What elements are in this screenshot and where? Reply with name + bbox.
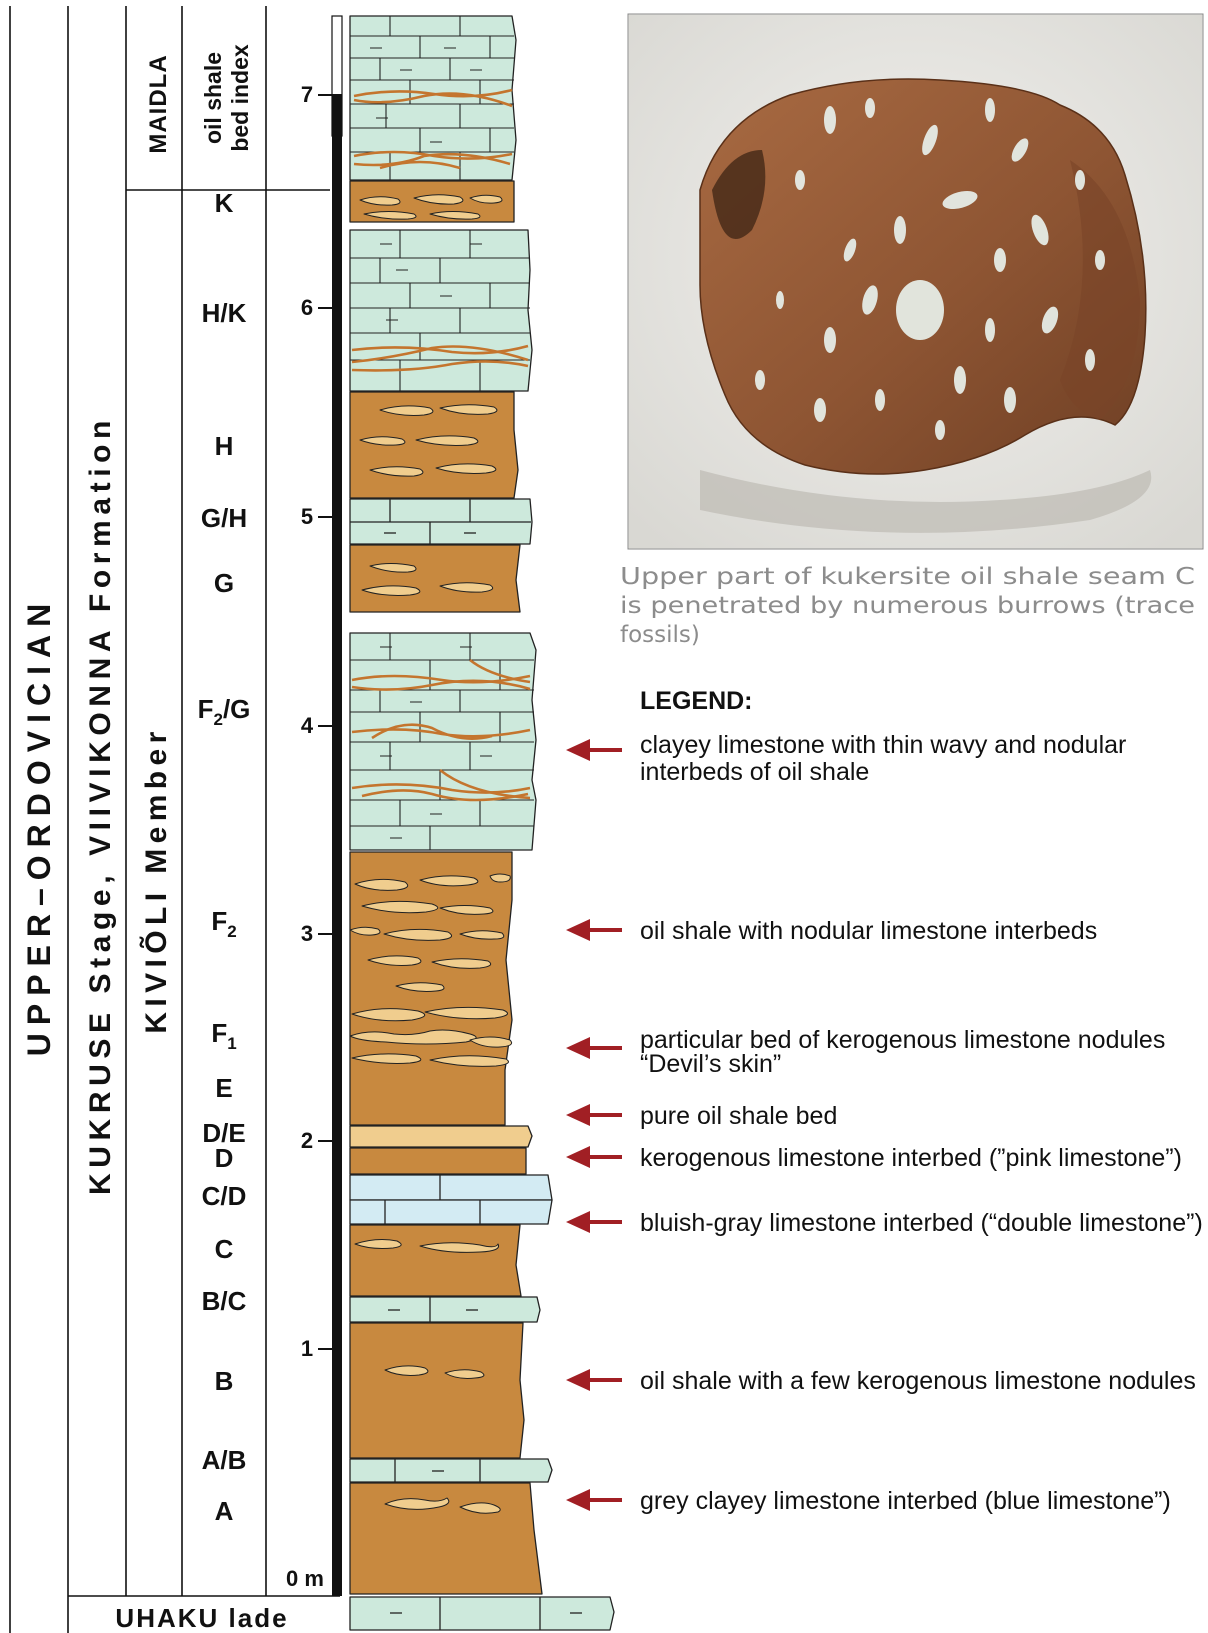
- legend-title: LEGEND:: [640, 687, 753, 715]
- upper-member-label: MAIDLA: [145, 54, 172, 153]
- bed-index-labels: K H/K H G/H G F2/G F2 F1 E D/E D C/D C B…: [198, 188, 251, 1526]
- stage-formation-label: KUKRUSE Stage, VIIVIKONNA Formation: [84, 415, 117, 1195]
- legend-arrows: [566, 739, 622, 1511]
- bed-label-c-d: C/D: [202, 1181, 247, 1211]
- photo-caption-line1: Upper part of kukersite oil shale seam C: [620, 564, 1195, 590]
- bed-label-f1: F1: [211, 1018, 236, 1053]
- photo-caption-line2: is penetrated by numerous burrows (trace: [620, 593, 1195, 619]
- bed-index-header-line1: oil shale: [200, 52, 226, 144]
- bed-label-e: E: [215, 1073, 232, 1103]
- scale-tick-4: 4: [301, 713, 314, 738]
- bed-label-b: B: [215, 1366, 234, 1396]
- oil-shale-bed-g: [350, 545, 520, 612]
- bed-label-a: A: [215, 1496, 234, 1526]
- double-limestone-interbed: [350, 1175, 552, 1224]
- scale-tick-1: 1: [301, 1336, 313, 1361]
- photo-caption-line3: fossils): [620, 622, 700, 648]
- scale-tick-2: 2: [301, 1128, 313, 1153]
- member-label: KIVIÕLI Member: [139, 726, 173, 1033]
- bed-label-g-h: G/H: [201, 503, 247, 533]
- bed-index-header-line2: bed index: [227, 44, 253, 152]
- bed-label-f2: F2: [211, 906, 236, 941]
- legend-item-8: grey clayey limestone interbed (blue lim…: [640, 1487, 1171, 1515]
- column-frame: [10, 6, 340, 1633]
- bed-label-g: G: [214, 568, 234, 598]
- bed-label-c: C: [215, 1234, 234, 1264]
- scale-tick-6: 6: [301, 295, 313, 320]
- clayey-limestone-hk: [350, 230, 532, 391]
- legend-item-4: pure oil shale bed: [640, 1102, 837, 1130]
- bed-label-h: H: [215, 431, 234, 461]
- blue-limestone-interbed: [350, 1459, 552, 1482]
- oil-shale-bed-c: [350, 1225, 521, 1296]
- bed-label-a-b: A/B: [202, 1445, 247, 1475]
- legend-item-3-line2: “Devil’s skin”: [640, 1050, 781, 1078]
- scale-tick-5: 5: [301, 504, 313, 529]
- clayey-limestone-maidla: [350, 16, 516, 180]
- clayey-limestone-f2g: [350, 633, 536, 850]
- bed-label-d: D: [215, 1143, 234, 1173]
- legend: LEGEND: clayey limestone with thin wavy …: [566, 687, 1203, 1515]
- oil-shale-bed-b: [350, 1323, 524, 1458]
- legend-item-1-line1: clayey limestone with thin wavy and nodu…: [640, 731, 1126, 759]
- lithology-column: [350, 16, 614, 1630]
- specimen-photo: Upper part of kukersite oil shale seam C…: [620, 14, 1203, 648]
- legend-item-6: bluish-gray limestone interbed (“double …: [640, 1209, 1203, 1237]
- pink-limestone-interbed: [350, 1126, 532, 1147]
- oil-shale-bed-d: [350, 1148, 526, 1174]
- legend-item-7: oil shale with a few kerogenous limeston…: [640, 1367, 1196, 1395]
- bed-label-k: K: [215, 188, 234, 218]
- legend-item-5: kerogenous limestone interbed (”pink lim…: [640, 1144, 1182, 1172]
- bed-label-f2-g: F2/G: [198, 694, 251, 729]
- base-unit-label: UHAKU lade: [115, 1603, 288, 1633]
- bed-label-h-k: H/K: [202, 298, 247, 328]
- rock-body: [700, 79, 1146, 474]
- scale-tick-3: 3: [301, 921, 313, 946]
- scale-unit-label: 0 m: [286, 1566, 324, 1591]
- scale-bar-black: [332, 94, 342, 1596]
- b-c-limestone-interbed: [350, 1297, 540, 1322]
- legend-item-2: oil shale with nodular limestone interbe…: [640, 917, 1097, 945]
- legend-item-1-line2: interbeds of oil shale: [640, 758, 869, 786]
- depth-scale: 1 2 3 4 5 6 7 0 m: [286, 16, 342, 1596]
- bed-label-b-c: B/C: [202, 1286, 247, 1316]
- scale-tick-7: 7: [301, 82, 313, 107]
- system-label: UPPER–ORDOVICIAN: [21, 596, 57, 1057]
